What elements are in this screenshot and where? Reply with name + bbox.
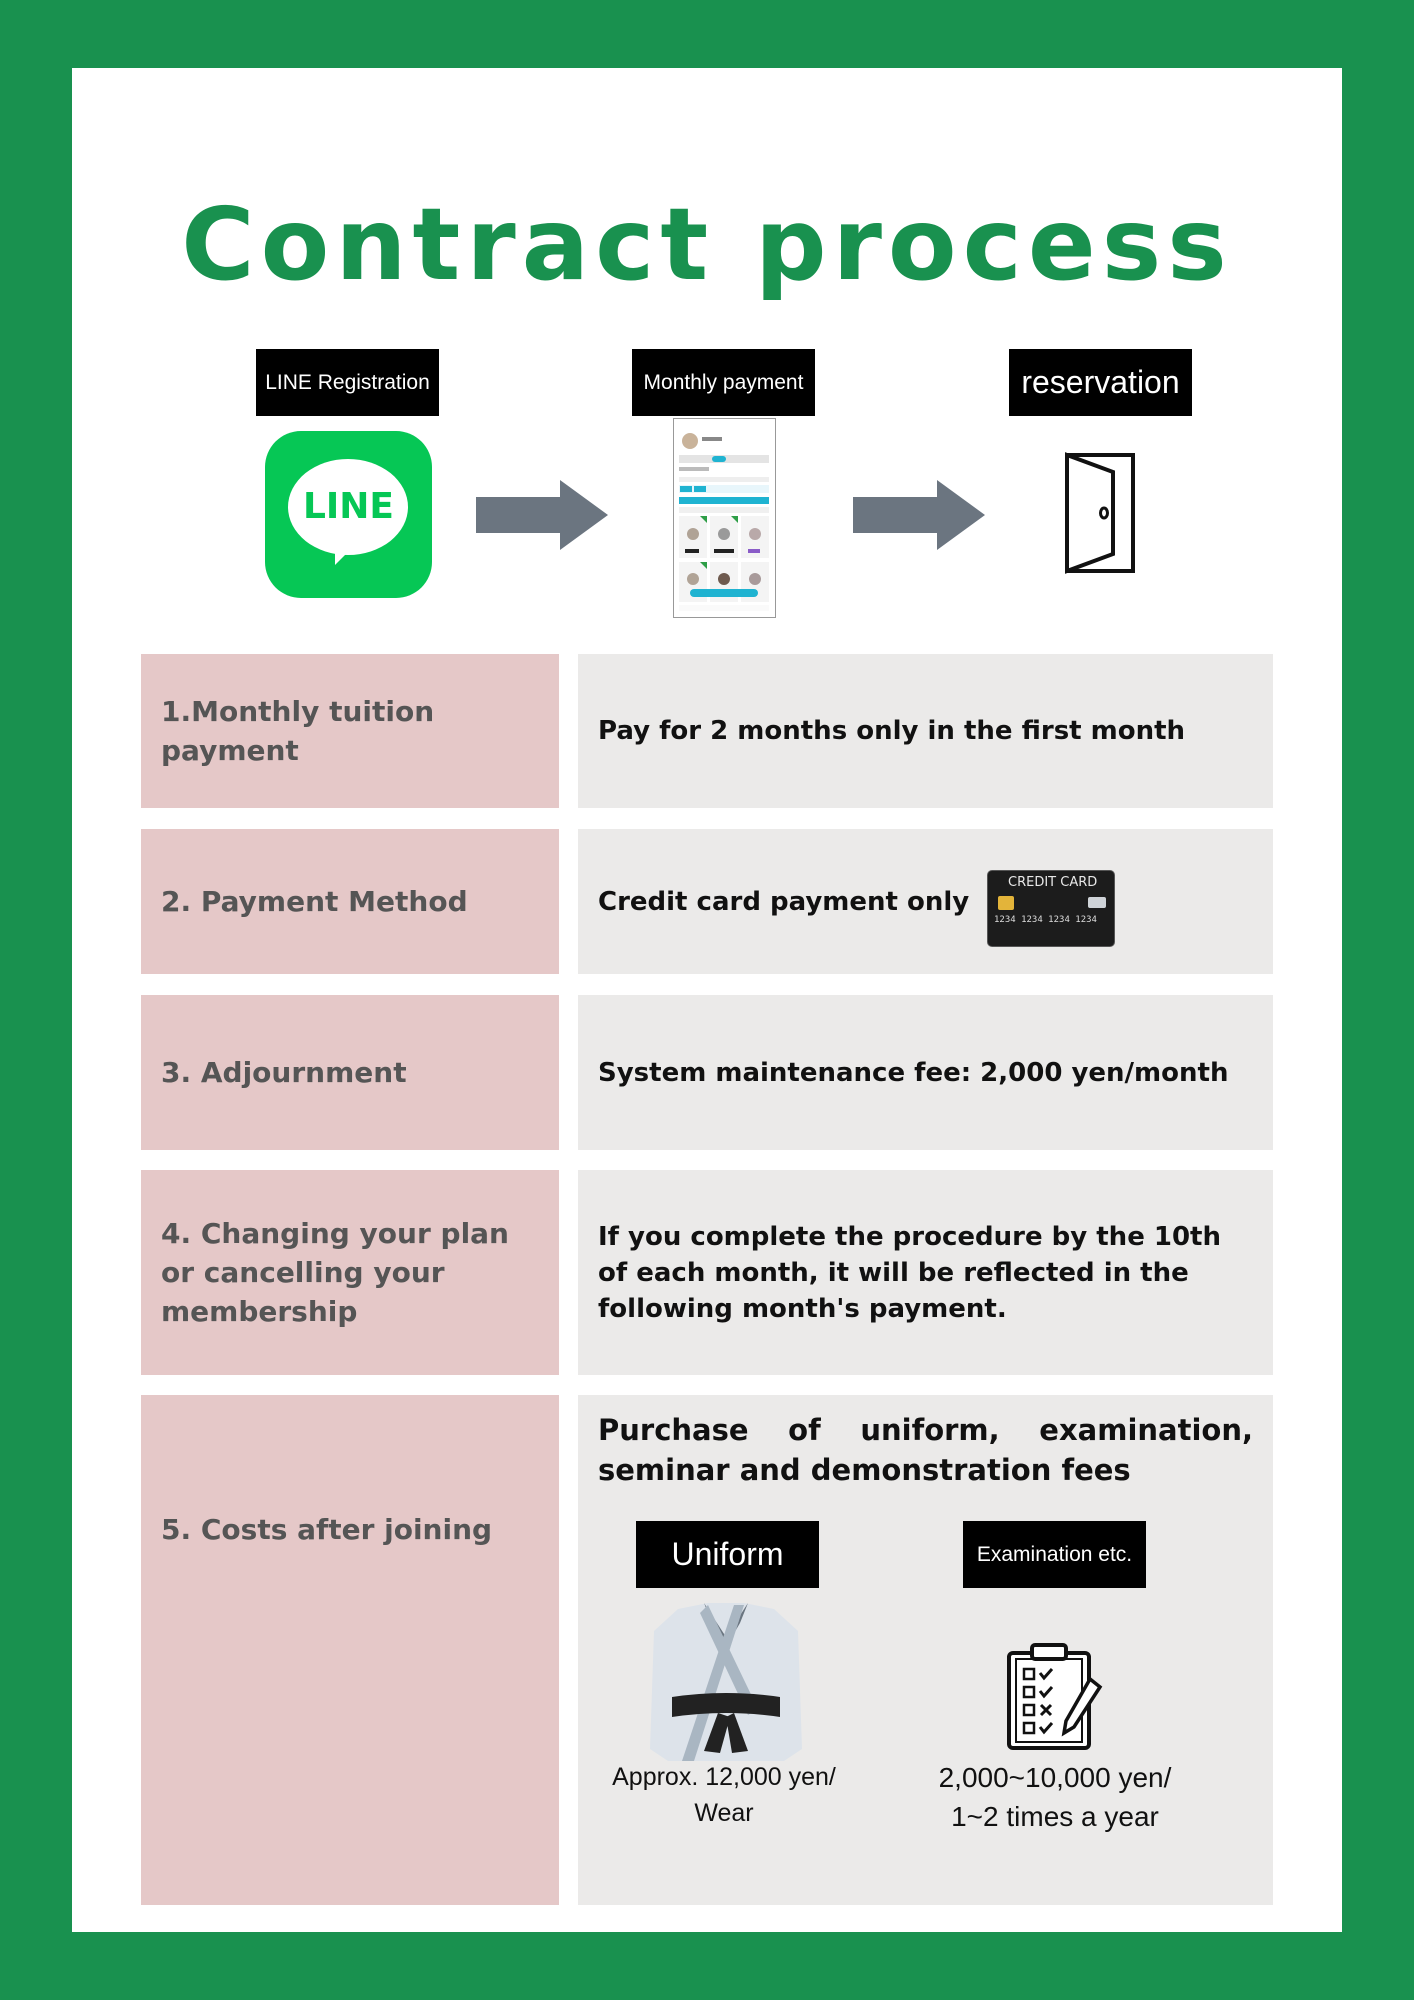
- page-title: Contract process: [181, 186, 1233, 303]
- door-icon: [1065, 452, 1135, 574]
- line-logo-text: LINE: [302, 486, 395, 527]
- row-value-adjournment: System maintenance fee: 2,000 yen/month: [578, 995, 1273, 1150]
- arrow-right-icon: [476, 480, 608, 550]
- uniform-price-line2: Wear: [694, 1799, 754, 1827]
- row-value-monthly-tuition: Pay for 2 months only in the first month: [578, 654, 1273, 808]
- arrow-right-icon: [853, 480, 985, 550]
- costs-description: Purchase of uniform, examination, semina…: [598, 1413, 1253, 1487]
- line-logo-icon: LINE: [265, 431, 432, 598]
- exam-price: 2,000~10,000 yen/ 1~2 times a year: [905, 1758, 1205, 1836]
- uniform-price-line1: Approx. 12,000 yen/: [612, 1763, 836, 1791]
- row-label-changing-plan: 4. Changing your plan or cancelling your…: [141, 1170, 559, 1375]
- credit-card-heading: CREDIT CARD: [1008, 875, 1098, 890]
- karate-uniform-icon: [650, 1603, 802, 1761]
- row-value-payment-method: Credit card payment only: [578, 829, 1273, 974]
- row-label-payment-method: 2. Payment Method: [141, 829, 559, 974]
- row-label-costs-after-joining: 5. Costs after joining: [141, 1395, 559, 1905]
- uniform-label: Uniform: [636, 1521, 819, 1588]
- row-label-monthly-tuition: 1.Monthly tuition payment: [141, 654, 559, 808]
- row-label-adjournment: 3. Adjournment: [141, 995, 559, 1150]
- exam-price-line2: 1~2 times a year: [951, 1801, 1159, 1832]
- exam-price-line1: 2,000~10,000 yen/: [938, 1762, 1172, 1793]
- credit-card-icon: CREDIT CARD 1234 1234 1234 1234: [987, 870, 1115, 947]
- credit-card-number: 1234 1234 1234 1234: [994, 915, 1097, 925]
- step-label-reservation: reservation: [1009, 349, 1192, 416]
- examination-label: Examination etc.: [963, 1521, 1146, 1588]
- step-label-monthly-payment: Monthly payment: [632, 349, 815, 416]
- checklist-clipboard-icon: [1007, 1643, 1103, 1750]
- step-label-line-registration: LINE Registration: [256, 349, 439, 416]
- row-value-changing-plan: If you complete the procedure by the 10t…: [578, 1170, 1273, 1375]
- uniform-price: Approx. 12,000 yen/ Wear: [574, 1759, 874, 1831]
- app-screenshot-icon: [673, 418, 776, 618]
